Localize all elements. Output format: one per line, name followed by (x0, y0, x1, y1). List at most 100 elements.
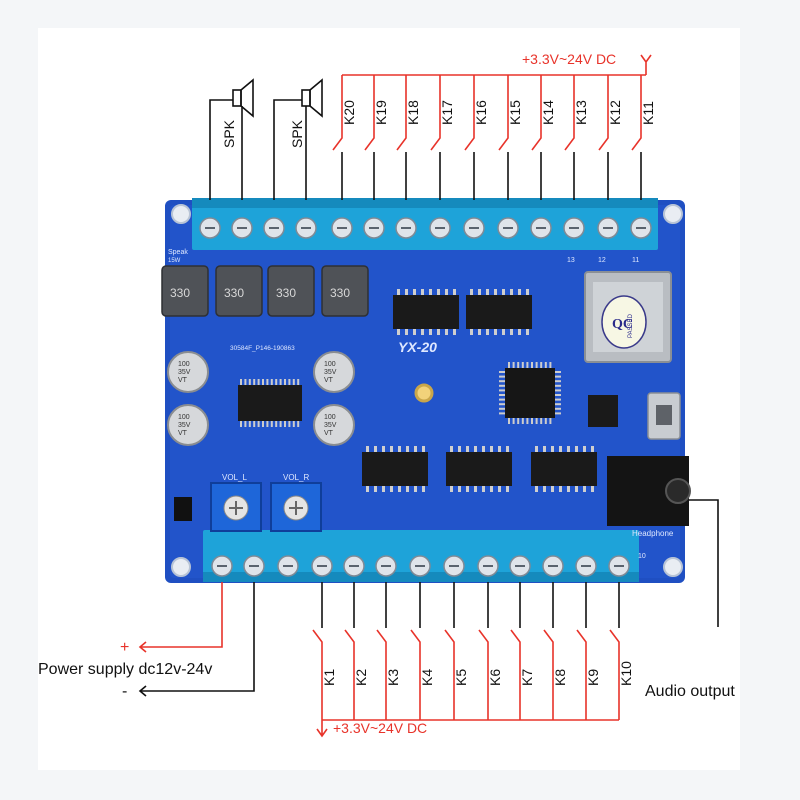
chip-pin (555, 380, 561, 383)
vol-right-silk: VOL_R (283, 473, 309, 482)
chip-pin (575, 486, 578, 492)
chip-pin (490, 446, 493, 452)
chip-pin (494, 329, 497, 335)
inductor (161, 265, 209, 317)
chip-pin (240, 421, 242, 427)
logic-ic (466, 295, 532, 329)
chip-pin (555, 371, 561, 373)
capacitor (313, 404, 355, 446)
chip-pin (506, 486, 509, 492)
chip-pin (414, 486, 417, 492)
inductor-label: 330 (276, 286, 296, 300)
top-key-label: K17 (439, 100, 455, 125)
top-key-switch-upper (364, 75, 375, 151)
chip-pin (382, 486, 385, 492)
terminal-top-lip (192, 198, 658, 208)
chip-pin (521, 362, 524, 368)
chip-pin (422, 446, 425, 452)
volume-left-cross (229, 501, 243, 515)
chip-pin (559, 446, 562, 452)
chip-pin (531, 418, 533, 424)
logic-ic (393, 295, 459, 329)
chip-pin (551, 486, 554, 492)
chip-pin (567, 486, 570, 492)
top-supply-arrow (640, 54, 652, 75)
chip-pin (583, 486, 586, 492)
capacitor-label: 100 (178, 361, 190, 368)
chip-pin (526, 362, 529, 368)
chip-pin (517, 362, 520, 368)
top-key-label: K18 (405, 100, 421, 125)
potentiometers: VOL_L VOL_R (210, 473, 322, 532)
chip-pin (450, 486, 453, 492)
chip-pin (366, 446, 369, 452)
chip-pin (559, 486, 562, 492)
power-minus-sign: - (122, 683, 127, 700)
top-key-label: K11 (640, 101, 656, 125)
chip-pin (499, 403, 505, 406)
speaker-silk-label: Speak (168, 249, 188, 256)
chip-pin (248, 421, 251, 427)
inductor-label: 330 (224, 286, 244, 300)
chip-pin (499, 371, 505, 373)
logic-ic (531, 452, 597, 486)
chip-pin (297, 379, 300, 385)
chip-pin (518, 289, 521, 295)
audio-output-wire (689, 499, 719, 627)
mount-hole-tr (663, 204, 683, 224)
chip-pin (262, 379, 264, 385)
chip-pin (374, 446, 377, 452)
chip-pin (445, 289, 448, 295)
bottom-terminal-block (203, 530, 639, 582)
top-screws (199, 217, 652, 239)
chip-pin (382, 446, 385, 452)
top-key-switch-upper (631, 75, 642, 151)
chip-pin (499, 398, 505, 401)
chip-pin (555, 389, 561, 392)
volume-right-cross (289, 501, 303, 515)
chip-pin (555, 384, 561, 387)
chip-pin (257, 379, 260, 385)
chip-pin (544, 362, 547, 368)
chip-pin (555, 403, 561, 406)
chip-pin (502, 289, 505, 295)
chip-pin (453, 329, 456, 335)
chip-pin (517, 418, 520, 424)
top-key-switch-upper (464, 75, 475, 151)
chip-pin (499, 407, 505, 410)
chip-pin (498, 486, 501, 492)
top-key-label: K13 (573, 100, 589, 125)
chip-pin (583, 446, 586, 452)
chip-pin (405, 289, 408, 295)
chip-pin (555, 375, 561, 378)
chip-pin (535, 362, 538, 368)
pcb-id-label: 30584F_P146-190863 (230, 345, 295, 352)
terminal-bottom-lip (203, 572, 639, 582)
chip-pin (429, 289, 432, 295)
chip-pin (549, 418, 552, 424)
top-key-switch-upper (564, 75, 575, 151)
top-key-switch-upper (332, 75, 343, 151)
qc-sub-text: PASSED (628, 313, 634, 338)
bottom-supply-arrow (316, 720, 328, 738)
chip-pin (486, 289, 489, 295)
chip-pin (510, 329, 513, 335)
top-key-switch-upper (531, 75, 542, 151)
top-key-label: K15 (507, 100, 523, 125)
chip-pin (478, 289, 481, 295)
chip-pin (398, 486, 401, 492)
capacitor-label: 100 (324, 361, 336, 368)
audio-output-label: Audio output (645, 683, 735, 700)
chip-pin (413, 289, 416, 295)
chip-pin (508, 362, 510, 368)
chip-pin (406, 446, 409, 452)
top-key-switch-upper (498, 75, 509, 151)
chip-pin (421, 289, 424, 295)
qc-text: QC (612, 317, 633, 332)
top-terminal-block (192, 198, 658, 250)
inductor (267, 265, 315, 317)
chip-pin (257, 421, 260, 427)
